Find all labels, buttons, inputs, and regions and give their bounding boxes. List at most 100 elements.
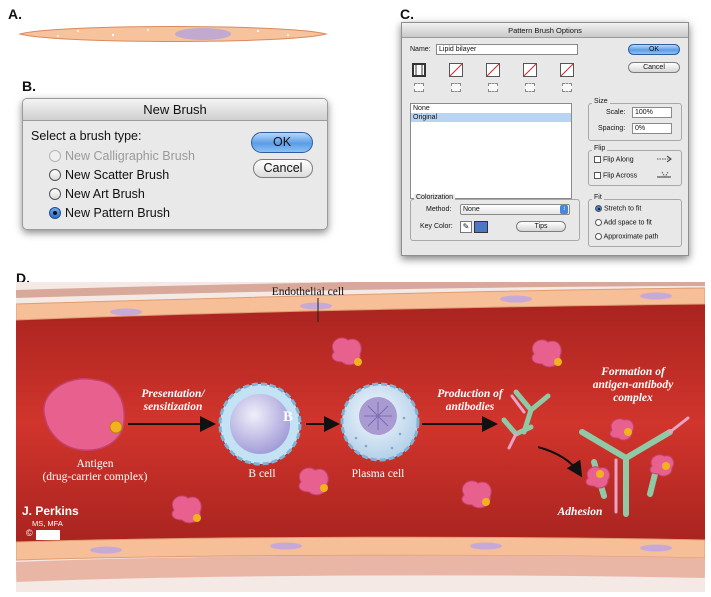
adhesion-label: Adhesion [557, 506, 603, 518]
radio-button[interactable] [49, 188, 61, 200]
blood-vessel-illustration [16, 282, 705, 592]
side-tile-button[interactable] [412, 63, 426, 77]
ok-button[interactable]: OK [628, 44, 680, 55]
fit-option-approximate[interactable]: Approximate path [595, 233, 658, 240]
dialog-title: Pattern Brush Options [402, 23, 688, 38]
antibody [501, 417, 534, 450]
radio-button[interactable] [49, 169, 61, 181]
brush-type-prompt: Select a brush type: [31, 129, 142, 143]
radio-button [49, 150, 61, 162]
key-color-label: Key Color: [420, 223, 453, 230]
spacing-label: Spacing: [598, 125, 626, 132]
inner-corner-tile-button[interactable] [486, 63, 500, 77]
dialog-title: New Brush [23, 99, 327, 121]
carrier-bead [109, 420, 123, 434]
flip-across-label: Flip Across [602, 172, 638, 180]
ok-button[interactable]: OK [251, 132, 313, 153]
plasma-cell-label: Plasma cell [351, 468, 405, 480]
method-select[interactable]: None ↕ [460, 204, 570, 215]
flip-group [588, 150, 682, 186]
small-antigen [331, 337, 362, 366]
radio-button-selected[interactable] [49, 207, 61, 219]
name-field[interactable]: Lipid bilayer [436, 44, 578, 55]
panel-label-b: B. [22, 78, 36, 94]
radio-button-selected[interactable] [595, 205, 602, 212]
side-tile-icon [414, 83, 424, 92]
option-pattern-brush[interactable]: New Pattern Brush [49, 206, 170, 220]
small-antigen [298, 467, 329, 496]
flip-group-title: Flip [592, 145, 608, 152]
option-label: New Calligraphic Brush [65, 149, 195, 163]
inner-corner-tile-icon [488, 83, 498, 92]
size-group-title: Size [592, 98, 610, 105]
fit-group [588, 199, 682, 247]
pattern-list[interactable]: None Original [410, 103, 572, 199]
colorization-group [410, 199, 580, 241]
name-label: Name: [410, 46, 431, 53]
end-tile-icon [562, 83, 572, 92]
cancel-button[interactable]: Cancel [628, 62, 680, 73]
flip-along-icon [656, 155, 672, 163]
lower-vessel-wall [16, 536, 705, 561]
upper-vessel-wall [16, 287, 705, 321]
formation-label: Formation of antigen-antibody complex [592, 366, 674, 404]
copyright-mark: © [26, 528, 33, 538]
option-label: New Pattern Brush [65, 206, 170, 220]
option-art-brush[interactable]: New Art Brush [49, 187, 145, 201]
method-label: Method: [426, 206, 452, 213]
key-color-swatch[interactable] [474, 221, 488, 233]
option-scatter-brush[interactable]: New Scatter Brush [49, 168, 169, 182]
signature-credentials: MS, MFA [32, 519, 63, 528]
start-tile-button[interactable] [523, 63, 537, 77]
pattern-brush-options-dialog: Pattern Brush Options Name: Lipid bilaye… [401, 22, 689, 256]
start-tile-icon [525, 83, 535, 92]
fit-option-label: Add space to fit [603, 219, 652, 227]
spacing-field[interactable]: 0% [632, 123, 672, 134]
antigen-label: Antigen (drug-carrier complex) [42, 458, 148, 483]
small-antigen [461, 480, 492, 509]
panel-label-c: C. [400, 6, 414, 22]
tips-button[interactable]: Tips [516, 221, 566, 232]
panel-label-a: A. [8, 6, 22, 22]
b-cell-letter: B [282, 409, 293, 425]
b-cell-label: B cell [248, 468, 276, 480]
fit-option-label: Approximate path [603, 233, 659, 241]
endothelial-cell-art [18, 26, 328, 42]
size-group [588, 103, 682, 141]
flip-across-option[interactable]: Flip Across [594, 172, 637, 179]
flip-along-label: Flip Along [602, 156, 634, 164]
flip-across-checkbox[interactable] [594, 172, 601, 179]
end-tile-button[interactable] [560, 63, 574, 77]
presentation-label: Presentation/ sensitization [141, 388, 205, 413]
fit-option-add-space[interactable]: Add space to fit [595, 219, 652, 226]
scale-field[interactable]: 100% [632, 107, 672, 118]
option-label: New Art Brush [65, 187, 145, 201]
radio-button[interactable] [595, 233, 602, 240]
option-label: New Scatter Brush [65, 168, 170, 182]
signature-name: J. Perkins [22, 504, 79, 518]
list-item-selected[interactable]: Original [411, 113, 571, 122]
flip-across-icon [656, 171, 672, 179]
fit-option-stretch[interactable]: Stretch to fit [595, 205, 641, 212]
b-cell-nucleus [230, 394, 290, 454]
eyedropper-icon[interactable]: ✎ [460, 221, 472, 233]
scale-label: Scale: [606, 109, 626, 116]
radio-button[interactable] [595, 219, 602, 226]
antigen-large [43, 378, 125, 451]
option-calligraphic-brush: New Calligraphic Brush [49, 149, 195, 163]
fit-option-label: Stretch to fit [603, 205, 642, 213]
flip-along-option[interactable]: Flip Along [594, 156, 634, 163]
small-antigen [531, 339, 562, 368]
outer-corner-tile-icon [451, 83, 461, 92]
new-brush-dialog: New Brush Select a brush type: New Calli… [22, 98, 328, 230]
flip-along-checkbox[interactable] [594, 156, 601, 163]
outer-corner-tile-button[interactable] [449, 63, 463, 77]
studio-logo [36, 530, 60, 540]
arrow-adhesion [537, 446, 583, 478]
fit-group-title: Fit [592, 194, 604, 201]
method-value: None [463, 206, 480, 213]
small-antigen [171, 495, 202, 524]
list-item[interactable]: None [413, 105, 430, 112]
production-label: Production of antibodies [437, 388, 503, 413]
cancel-button[interactable]: Cancel [253, 159, 313, 178]
